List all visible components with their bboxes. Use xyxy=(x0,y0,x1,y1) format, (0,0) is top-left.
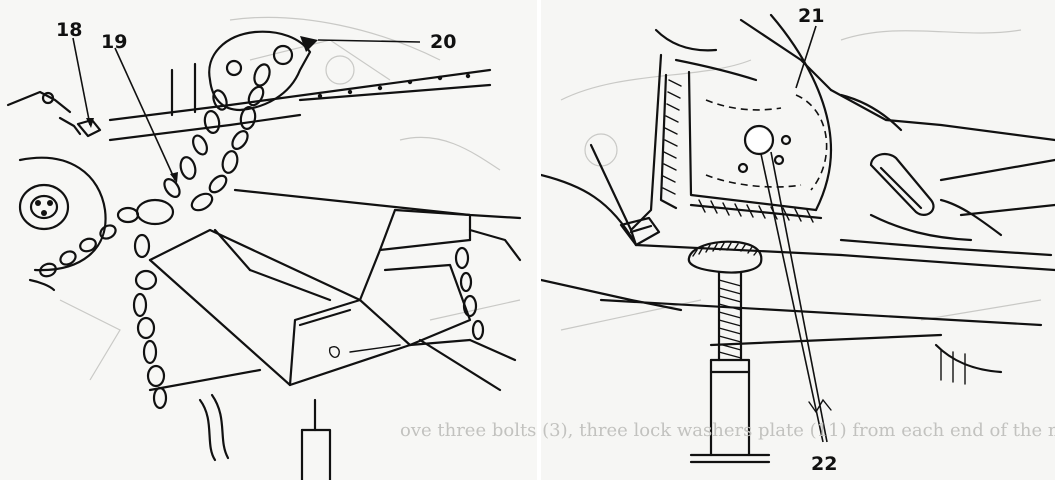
callout-18: 18 xyxy=(56,19,82,41)
callout-19: 19 xyxy=(101,31,127,53)
callout-21: 21 xyxy=(798,5,824,27)
lower-frame-assembly xyxy=(148,188,522,462)
weld-bead xyxy=(659,73,823,223)
upper-left-bracket xyxy=(6,90,102,138)
pad-bracket xyxy=(619,216,661,247)
callout-22: 22 xyxy=(811,453,837,475)
screw-jack xyxy=(687,240,771,464)
leader-lines-right xyxy=(760,25,828,443)
jack-stand-left xyxy=(300,398,332,480)
chassis-side xyxy=(541,13,1055,374)
jack-point-drawing: 21 22 xyxy=(541,5,1055,475)
frame-slot xyxy=(869,152,1055,242)
bleed-through-ghost-lines xyxy=(59,16,521,381)
chain-attachment-drawing: 18 19 20 xyxy=(6,16,522,480)
upper-frame-rail xyxy=(108,62,492,142)
panel-divider xyxy=(537,0,541,480)
right-illustration-panel: 21 22 xyxy=(541,0,1055,480)
chain-hook xyxy=(208,30,318,112)
callout-20: 20 xyxy=(430,31,456,53)
left-illustration-panel: 18 19 20 xyxy=(6,16,522,480)
tow-chain xyxy=(28,63,485,410)
jack-pad-plate xyxy=(737,94,828,191)
leader-lines xyxy=(72,37,421,183)
wheel-hub xyxy=(18,156,107,272)
ground-debris xyxy=(808,349,966,414)
